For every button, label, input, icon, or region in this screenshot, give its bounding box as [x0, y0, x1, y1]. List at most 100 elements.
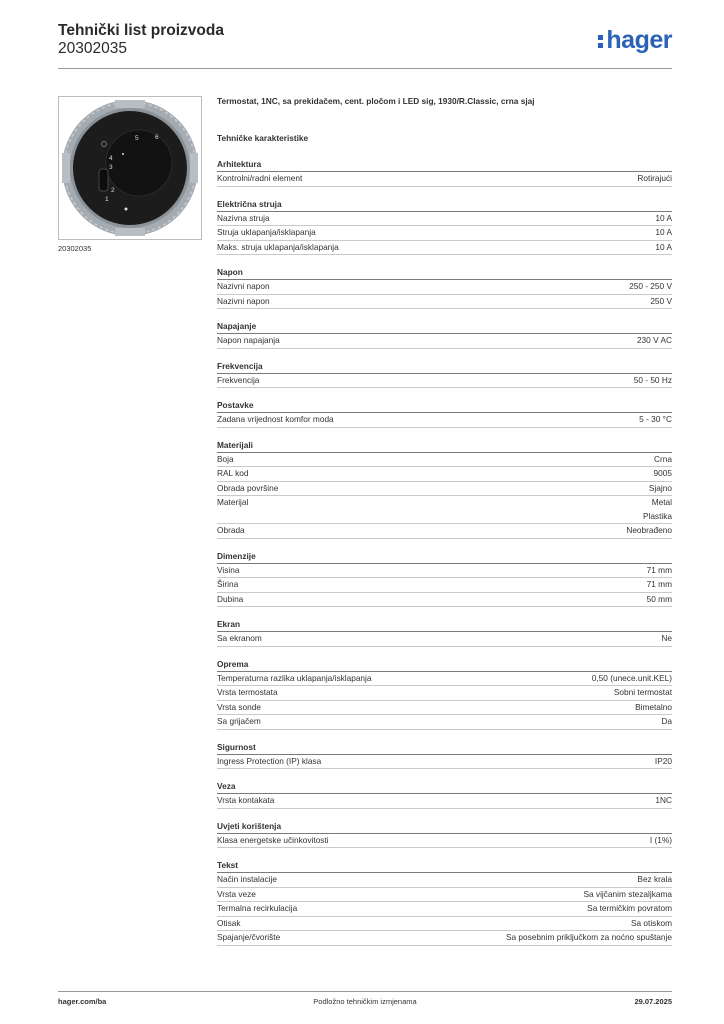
spec-value: 5 - 30 °C — [639, 413, 672, 427]
spec-value-line: I (1%) — [649, 834, 672, 845]
logo-colon-icon — [598, 33, 604, 49]
spec-value-line: Sa posebnim priključkom za noćno spuštan… — [505, 932, 672, 942]
spec-value-line: Neobrađeno — [626, 525, 672, 535]
spec-row: Struja uklapanja/isklapanja 10 A — [217, 226, 672, 241]
header-divider — [58, 68, 672, 69]
spec-label: Obrada — [217, 525, 245, 535]
spec-value-line: 250 - 250 V — [629, 281, 672, 291]
spec-value: 50 mm — [647, 593, 672, 607]
spec-label: Frekvencija — [217, 374, 260, 385]
spec-value: 10 A — [655, 212, 672, 226]
spec-label: Sa grijačem — [217, 716, 261, 726]
spec-label: Dubina — [217, 593, 244, 604]
document-title: Tehnički list proizvoda — [58, 22, 224, 39]
spec-group-title: Dimenzije — [217, 551, 672, 564]
spec-value-line: 5 - 30 °C — [639, 414, 672, 424]
spec-group-title: Materijali — [217, 440, 672, 453]
spec-label: Maks. struja uklapanja/isklapanja — [217, 241, 339, 252]
spec-value-line: 71 mm — [646, 579, 672, 589]
spec-label: Obrada površine — [217, 482, 279, 493]
footer-divider — [58, 991, 672, 992]
spec-label: Otisak — [217, 917, 241, 928]
footer-website: hager.com/ba — [58, 997, 107, 1006]
spec-value-line: Crna — [654, 453, 672, 464]
spec-group-title: Postavke — [217, 400, 672, 413]
spec-label: Klasa energetske učinkovitosti — [217, 834, 329, 845]
spec-label: Način instalacije — [217, 874, 277, 884]
spec-label: Vrsta sonde — [217, 701, 261, 712]
spec-value: Bimetalno — [635, 701, 672, 715]
product-description: Termostat, 1NC, sa prekidačem, cent. plo… — [217, 96, 535, 106]
image-caption: 20302035 — [58, 244, 92, 253]
rocker-switch — [98, 168, 109, 192]
spec-value: Sa posebnim priključkom za noćno spuštan… — [506, 931, 672, 945]
spec-value-line: Sa vijčanim stezaljkama — [583, 888, 672, 899]
spec-value: 0,50 (unece.unit.KEL) — [592, 672, 672, 686]
spec-value-line: 250 V — [650, 295, 672, 306]
spec-value: Crna — [654, 453, 672, 467]
spec-value: Rotirajući — [637, 172, 672, 186]
logo-text: hager — [606, 26, 672, 54]
spec-group-title: Oprema — [217, 659, 672, 672]
spec-value: Sjajno — [649, 482, 672, 496]
spec-label: Vrsta veze — [217, 888, 256, 899]
dial-number-3: 3 — [109, 164, 113, 171]
spec-row: Širina 71 mm — [217, 578, 672, 593]
spec-value-line: Rotirajući — [637, 173, 672, 183]
spec-group-title: Sigurnost — [217, 742, 672, 755]
spec-value-line: Sa termičkim povratom — [587, 903, 672, 913]
spec-value: IP20 — [655, 755, 672, 769]
spec-label: Napon napajanja — [217, 335, 280, 345]
spec-label: Struja uklapanja/isklapanja — [217, 227, 316, 237]
dial-number-5: 5 — [135, 135, 139, 142]
spec-label: Nazivna struja — [217, 212, 270, 223]
product-image: 1 2 3 4 5 6 — [58, 96, 202, 240]
footer-date: 29.07.2025 — [634, 997, 672, 1006]
spec-group-title: Napajanje — [217, 321, 672, 334]
spec-value: 10 A — [655, 241, 672, 255]
spec-value-line: Bimetalno — [635, 701, 672, 712]
spec-value-line: Bez krala — [637, 874, 672, 884]
document-number: 20302035 — [58, 40, 127, 57]
document-header: Tehnički list proizvoda 20302035 hager — [58, 22, 672, 68]
spec-label: Vrsta termostata — [217, 687, 278, 697]
spec-row: Obrada Neobrađeno — [217, 524, 672, 539]
spec-row: Način instalacije Bez krala — [217, 873, 672, 888]
spec-row: Temperaturna razlika uklapanja/isklapanj… — [217, 672, 672, 686]
spec-group-title: Električna struja — [217, 199, 672, 212]
spec-value: I (1%) — [650, 834, 672, 848]
spec-value-line: 10 A — [655, 241, 672, 252]
spec-value: 250 - 250 V — [629, 280, 672, 294]
dial-number-2: 2 — [111, 187, 115, 194]
spec-row: Nazivna struja 10 A — [217, 212, 672, 226]
spec-value-line: Metal — [651, 497, 672, 507]
spec-value: Sa vijčanim stezaljkama — [583, 888, 672, 902]
spec-row: Vrsta termostata Sobni termostat — [217, 686, 672, 701]
spec-label: Temperaturna razlika uklapanja/isklapanj… — [217, 672, 372, 683]
spec-group-title: Uvjeti korištenja — [217, 821, 672, 834]
spec-label: Materijal — [217, 497, 249, 507]
spec-label: Nazivni napon — [217, 281, 270, 291]
spec-value: 250 V — [650, 295, 672, 309]
spec-label: Širina — [217, 579, 239, 589]
spec-label: Vrsta kontakata — [217, 795, 275, 805]
spec-value-line: 10 A — [655, 227, 672, 237]
spec-value-line: Sjajno — [648, 482, 672, 493]
spec-value-line: Ne — [661, 633, 672, 643]
spec-value-line: Sobni termostat — [613, 687, 672, 697]
